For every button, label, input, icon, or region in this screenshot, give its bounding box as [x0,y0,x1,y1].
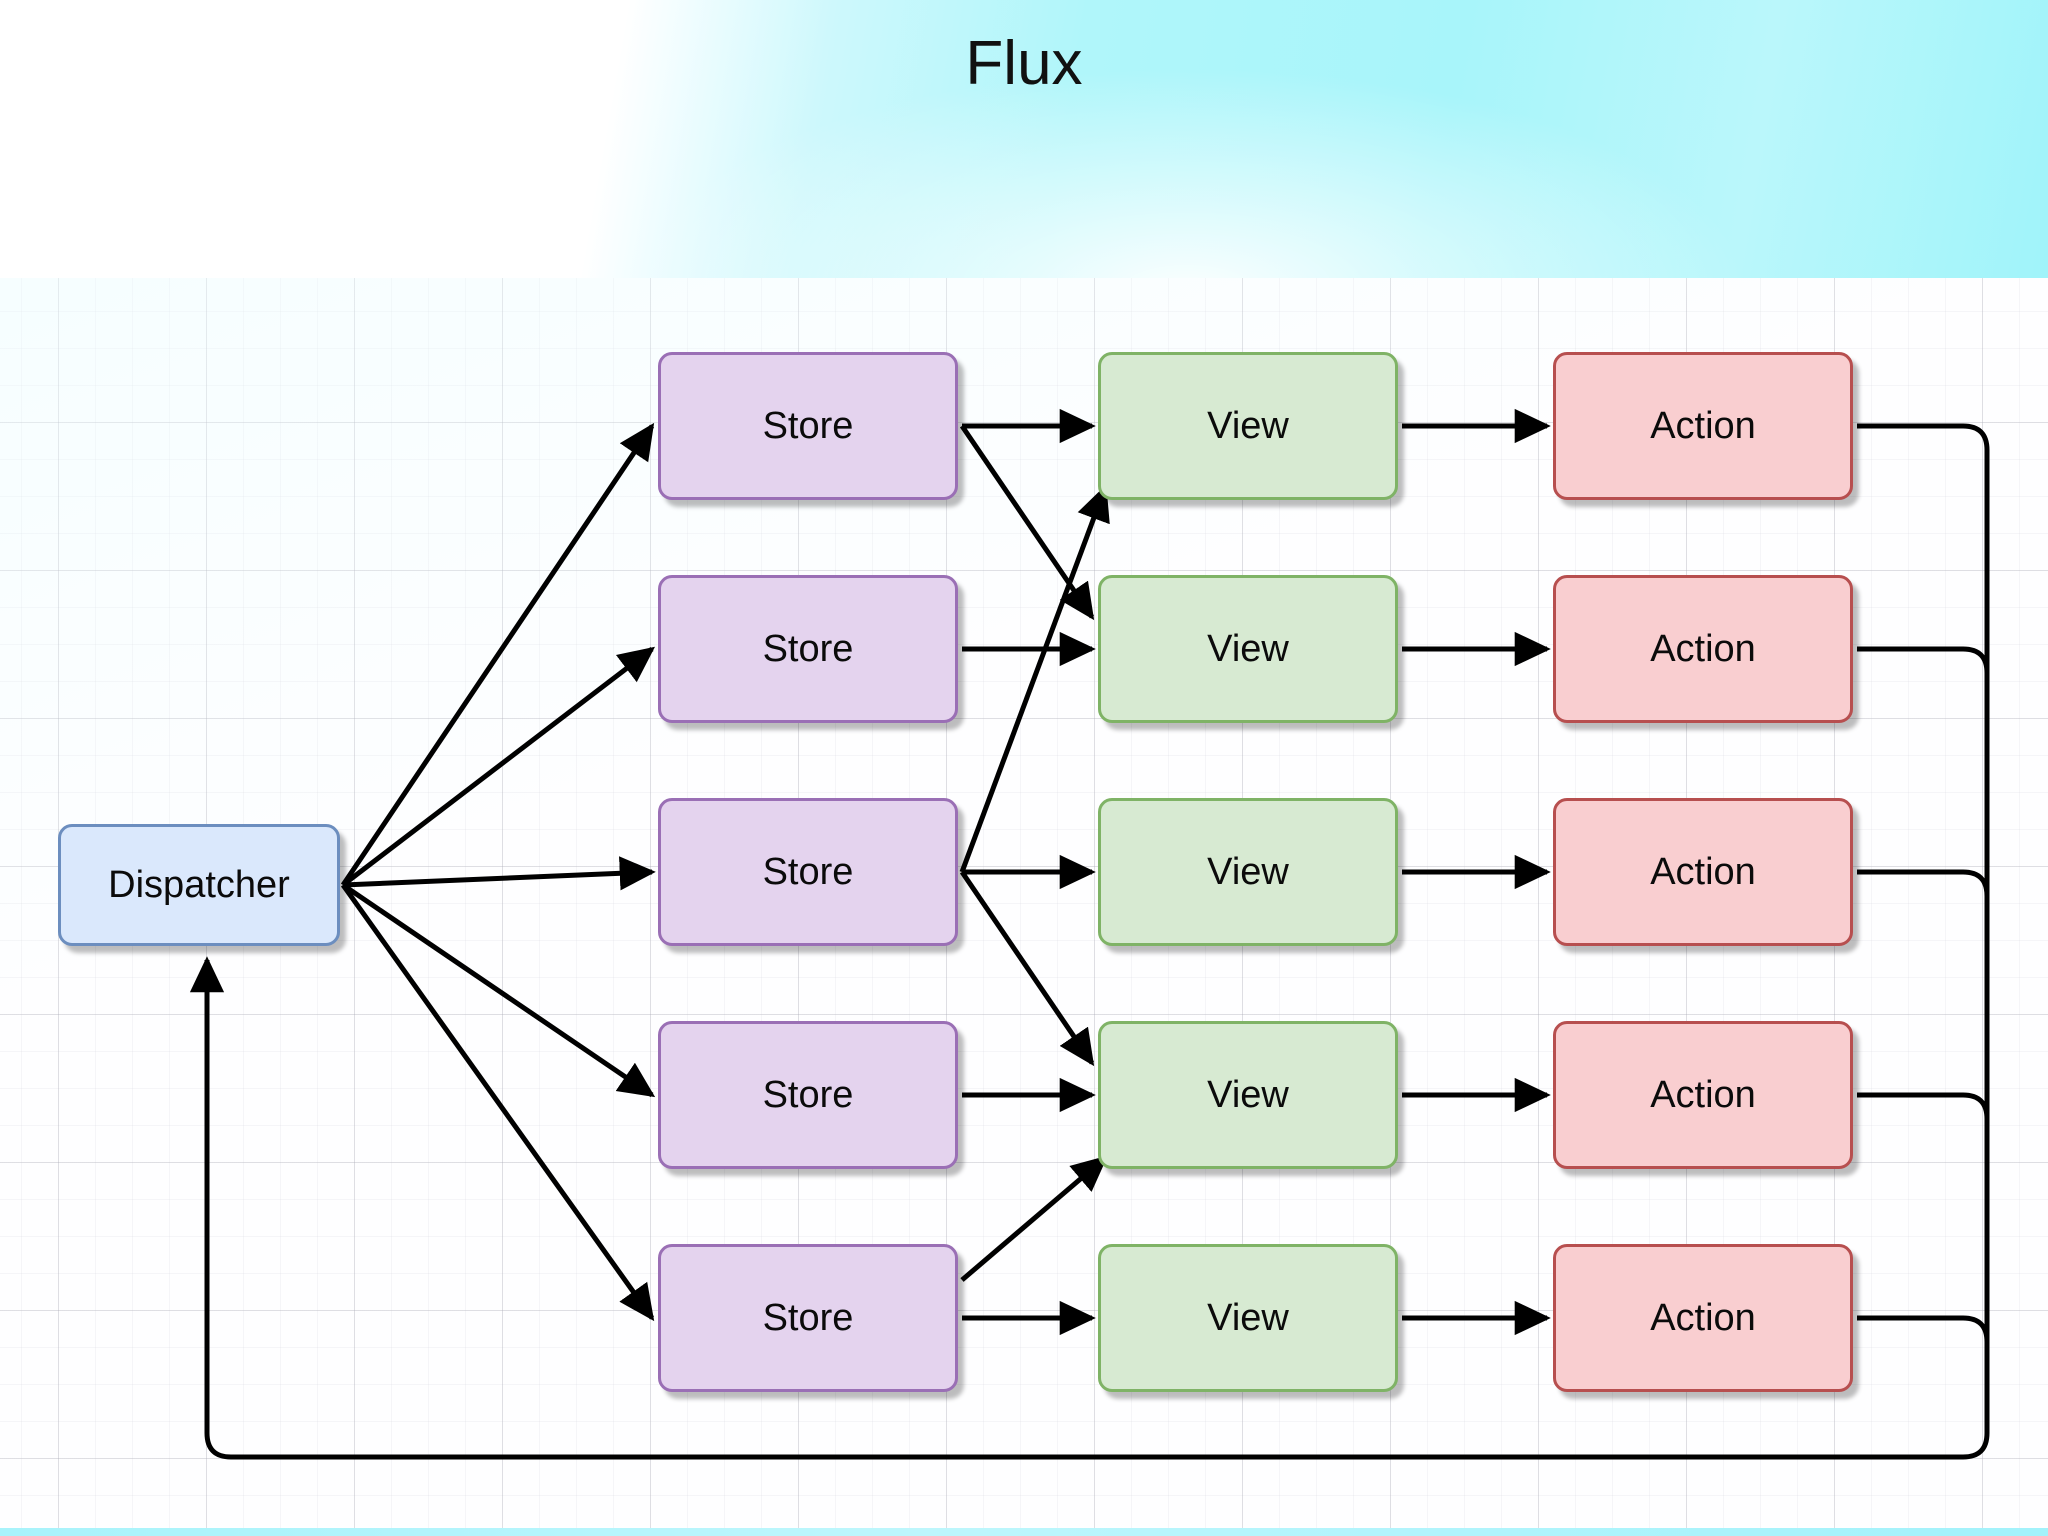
node-store-3[interactable]: Store [658,798,958,946]
node-view-3[interactable]: View [1098,798,1398,946]
node-view-5-label: View [1207,1296,1289,1339]
node-view-5[interactable]: View [1098,1244,1398,1392]
node-action-5[interactable]: Action [1553,1244,1853,1392]
node-action-3-label: Action [1650,850,1756,893]
node-view-2[interactable]: View [1098,575,1398,723]
node-store-4-label: Store [762,1073,854,1116]
node-view-4-label: View [1207,1073,1289,1116]
node-view-4[interactable]: View [1098,1021,1398,1169]
node-store-2-label: Store [762,627,854,670]
footer-accent-band [0,1528,2048,1536]
node-action-2-label: Action [1650,627,1756,670]
node-store-2[interactable]: Store [658,575,958,723]
node-view-1-label: View [1207,404,1289,447]
node-store-1-label: Store [762,404,854,447]
node-store-1[interactable]: Store [658,352,958,500]
node-action-3[interactable]: Action [1553,798,1853,946]
node-dispatcher-label: Dispatcher [108,863,290,906]
node-view-2-label: View [1207,627,1289,670]
node-dispatcher[interactable]: Dispatcher [58,824,340,946]
node-view-1[interactable]: View [1098,352,1398,500]
header-gradient-highlight [0,0,2048,278]
node-action-1-label: Action [1650,404,1756,447]
node-action-1[interactable]: Action [1553,352,1853,500]
node-store-5-label: Store [762,1296,854,1339]
node-action-5-label: Action [1650,1296,1756,1339]
node-action-2[interactable]: Action [1553,575,1853,723]
node-store-3-label: Store [762,850,854,893]
node-store-4[interactable]: Store [658,1021,958,1169]
node-action-4-label: Action [1650,1073,1756,1116]
node-store-5[interactable]: Store [658,1244,958,1392]
page-title: Flux [965,29,1083,98]
node-view-3-label: View [1207,850,1289,893]
node-action-4[interactable]: Action [1553,1021,1853,1169]
